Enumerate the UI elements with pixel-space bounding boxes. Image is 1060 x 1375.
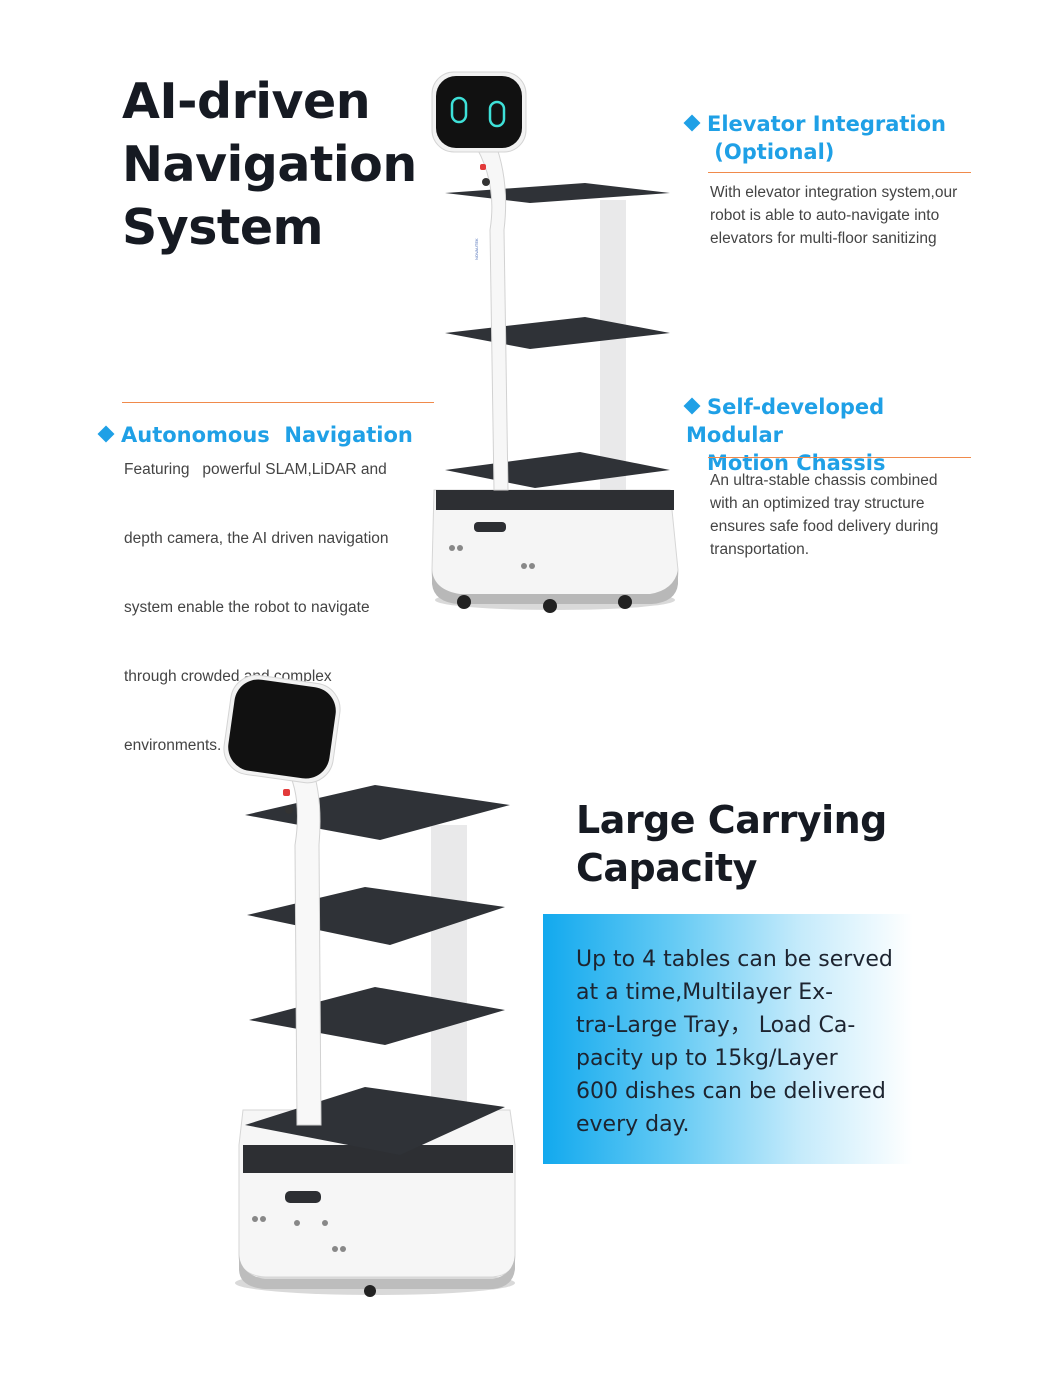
robot-column <box>284 764 322 1126</box>
body-line: Featuring powerful SLAM,LiDAR and <box>124 461 387 478</box>
robot-screen <box>436 76 522 148</box>
robot-tray-2 <box>445 317 670 349</box>
robot-screen <box>228 679 336 779</box>
body-line: With elevator integration system,our <box>710 184 958 201</box>
robot-tray-4 <box>245 1087 505 1155</box>
section-title-navigation: AI-driven Navigation System <box>122 70 452 259</box>
feature-body-chassis: An ultra-stable chassis combined with an… <box>710 469 980 561</box>
heading-line: Elevator Integration <box>707 112 946 136</box>
capacity-callout-box <box>543 914 913 1164</box>
divider <box>708 457 971 458</box>
heading-line: (Optional) <box>707 140 835 164</box>
diamond-bullet-icon <box>97 425 115 443</box>
title-line: Navigation <box>122 136 417 193</box>
robot-image-front: NOVAUTEK <box>431 71 679 613</box>
body-line: system enable the robot to navigate <box>124 599 370 616</box>
heading-line: Autonomous Navigation <box>121 423 413 447</box>
heading-line: Self-developed Modular <box>686 395 885 447</box>
body-line: environments. <box>124 737 222 754</box>
diamond-bullet-icon <box>683 114 701 132</box>
robot-eye-right <box>488 100 506 128</box>
body-line: ensures safe food delivery during <box>710 518 939 535</box>
divider <box>708 172 971 173</box>
body-line: An ultra-stable chassis combined <box>710 472 938 489</box>
body-line: robot is able to auto-navigate into <box>710 207 940 224</box>
feature-body-elevator: With elevator integration system,our rob… <box>710 181 980 250</box>
robot-column <box>471 139 509 491</box>
robot-brand-label: NOVAUTEK <box>474 238 479 260</box>
body-line: Up to 4 tables can be served <box>576 947 893 972</box>
body-line: with an optimized tray structure <box>710 495 925 512</box>
body-line: 600 dishes can be delivered <box>576 1079 886 1104</box>
body-line: pacity up to 15kg/Layer <box>576 1046 838 1071</box>
section-title-capacity: Large Carrying Capacity <box>576 796 936 892</box>
robot-eye-left <box>450 96 468 124</box>
robot-base-band <box>436 490 674 510</box>
robot-rear-pillar <box>600 200 626 530</box>
body-line: every day. <box>576 1112 690 1137</box>
robot-lidar-slot <box>474 522 506 532</box>
body-line: transportation. <box>710 541 810 558</box>
body-line: at a time,Multilayer Ex- <box>576 980 834 1005</box>
robot-lidar-slot <box>285 1191 321 1203</box>
capacity-description: Up to 4 tables can be served at a time,M… <box>576 943 906 1141</box>
body-line: depth camera, the AI driven navigation <box>124 530 389 547</box>
robot-base-band <box>243 1145 513 1173</box>
divider <box>122 402 434 403</box>
robot-tray-1 <box>445 183 670 203</box>
diamond-bullet-icon <box>683 397 701 415</box>
title-line: Large Carrying <box>576 798 887 842</box>
feature-heading-chassis: Self-developed Modular Motion Chassis <box>683 393 986 477</box>
title-line: AI-driven <box>122 73 371 130</box>
title-line: System <box>122 199 324 256</box>
heading-line: Motion Chassis <box>707 451 886 475</box>
body-line: elevators for multi-floor sanitizing <box>710 230 937 247</box>
feature-heading-elevator: Elevator Integration (Optional) <box>683 110 986 166</box>
body-line: tra-Large Tray， Load Ca- <box>576 1013 856 1038</box>
feature-heading-autonomous: Autonomous Navigation <box>97 365 430 477</box>
title-line: Capacity <box>576 846 757 890</box>
robot-tray-3 <box>445 452 670 488</box>
robot-image-angled <box>223 674 516 1297</box>
